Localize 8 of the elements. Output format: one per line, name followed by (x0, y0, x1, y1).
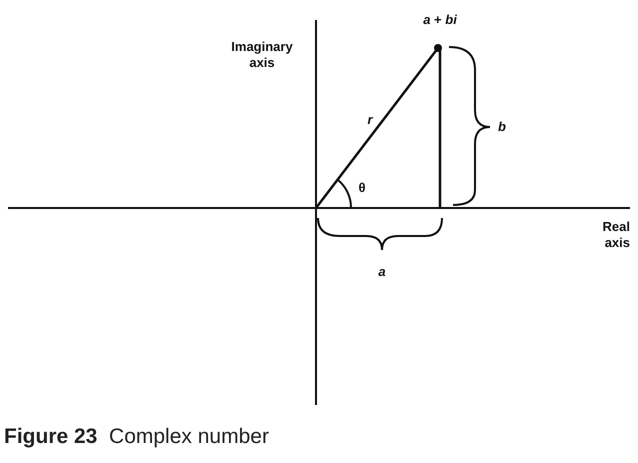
axis-label: Imaginary axis (231, 39, 293, 71)
axis-label: Real axis (602, 219, 630, 251)
figure-caption: Figure 23 Complex number (4, 425, 269, 449)
point-label: a + bi (423, 12, 457, 28)
radius-label: r (367, 112, 373, 128)
angle-label: θ (358, 180, 366, 196)
width-label: a (378, 264, 386, 280)
height-label: b (498, 119, 506, 135)
